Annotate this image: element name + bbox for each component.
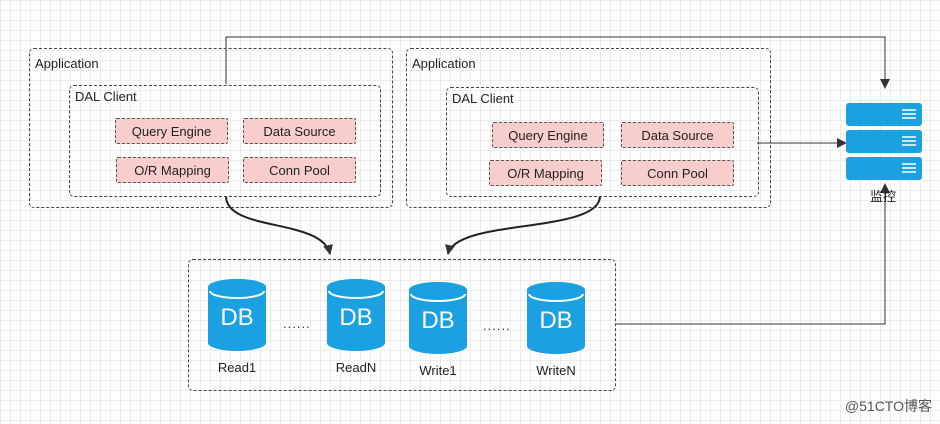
db-icon-text: DB bbox=[421, 307, 455, 334]
dal-client-title: DAL Client bbox=[75, 89, 137, 104]
db-label-read1: Read1 bbox=[217, 360, 257, 375]
db-icon: DB bbox=[527, 282, 585, 354]
database-group-box bbox=[188, 259, 616, 391]
module-query-engine: Query Engine bbox=[492, 122, 604, 148]
application-title: Application bbox=[412, 56, 476, 71]
db-ellipsis: ...... bbox=[483, 318, 511, 333]
db-label-write1: Write1 bbox=[419, 363, 457, 378]
db-icon-text: DB bbox=[539, 307, 573, 334]
db-icon-text: DB bbox=[220, 304, 254, 331]
monitor-label: 监控 bbox=[870, 189, 897, 204]
dal-client-box: DAL Client Query Engine Data Source O/R … bbox=[446, 87, 759, 197]
db-label-writen: WriteN bbox=[536, 363, 576, 378]
db-icon-text: DB bbox=[339, 304, 373, 331]
module-query-engine: Query Engine bbox=[115, 118, 228, 144]
app1-to-db-arrow bbox=[225, 195, 333, 255]
db-icon: DB bbox=[409, 282, 467, 354]
db-ellipsis: ...... bbox=[283, 316, 311, 331]
application-box-2: Application DAL Client Query Engine Data… bbox=[406, 48, 771, 208]
watermark: @51CTO博客 bbox=[844, 398, 932, 414]
application-box-1: Application DAL Client Query Engine Data… bbox=[29, 48, 393, 208]
db-label-readn: ReadN bbox=[335, 360, 377, 375]
app1-to-monitor-line bbox=[225, 36, 890, 89]
db-to-monitor-line bbox=[616, 183, 890, 325]
dal-client-title: DAL Client bbox=[452, 91, 514, 106]
module-or-mapping: O/R Mapping bbox=[489, 160, 602, 186]
module-data-source: Data Source bbox=[621, 122, 734, 148]
application-title: Application bbox=[35, 56, 99, 71]
module-data-source: Data Source bbox=[243, 118, 356, 144]
dal-client-box: DAL Client Query Engine Data Source O/R … bbox=[69, 85, 381, 197]
module-conn-pool: Conn Pool bbox=[621, 160, 734, 186]
module-or-mapping: O/R Mapping bbox=[116, 157, 229, 183]
db-icon: DB bbox=[208, 279, 266, 351]
module-conn-pool: Conn Pool bbox=[243, 157, 356, 183]
db-icon: DB bbox=[327, 279, 385, 351]
server-stack-icon bbox=[846, 103, 922, 181]
